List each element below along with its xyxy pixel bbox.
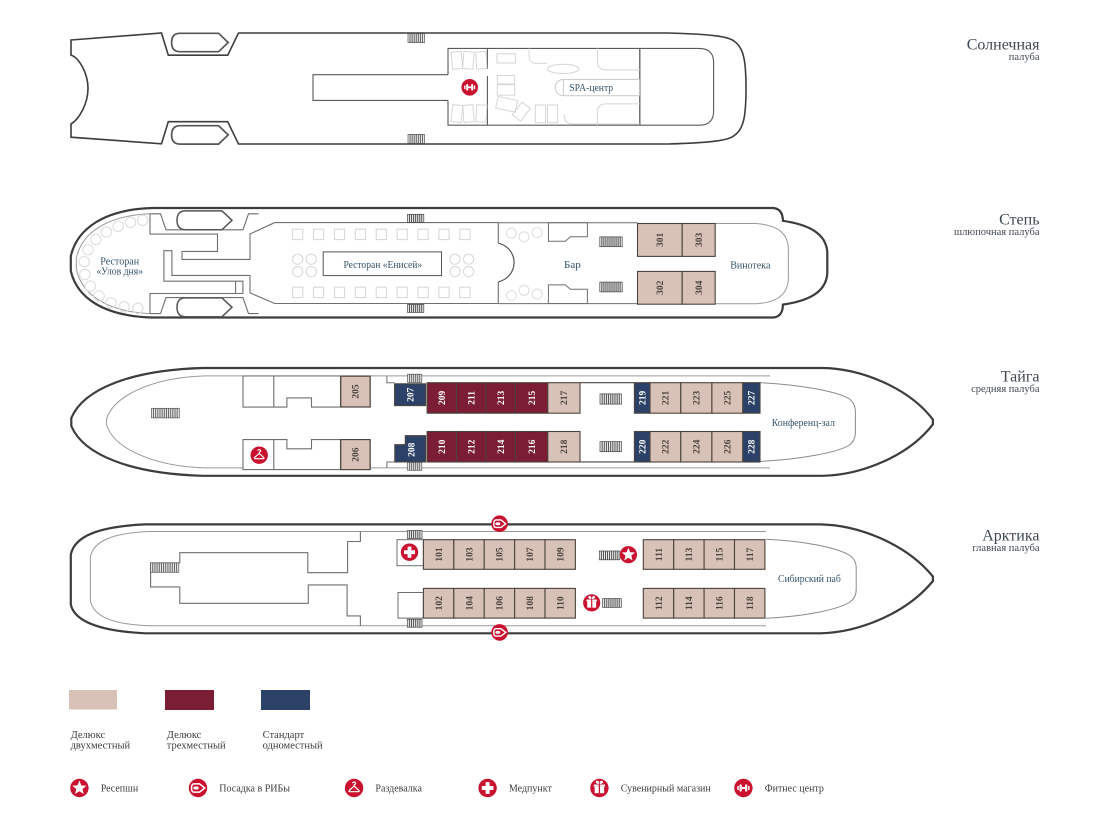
svg-text:105: 105 <box>496 547 506 562</box>
svg-text:228: 228 <box>748 439 758 454</box>
svg-text:205: 205 <box>352 384 362 399</box>
svg-text:214: 214 <box>497 439 507 454</box>
svg-text:Делюкс: Делюкс <box>167 730 202 741</box>
svg-text:303: 303 <box>695 233 705 248</box>
svg-text:114: 114 <box>685 596 695 610</box>
svg-text:217: 217 <box>560 391 570 406</box>
svg-text:213: 213 <box>497 391 507 406</box>
svg-text:206: 206 <box>352 447 362 462</box>
svg-text:Винотека: Винотека <box>730 259 770 271</box>
svg-text:двухместный: двухместный <box>71 741 131 752</box>
svg-text:302: 302 <box>656 280 666 295</box>
svg-text:«Улов дня»: «Улов дня» <box>96 266 143 277</box>
svg-text:223: 223 <box>693 391 703 406</box>
svg-text:225: 225 <box>724 391 734 406</box>
svg-text:шлюпочная палуба: шлюпочная палуба <box>954 227 1040 238</box>
svg-text:104: 104 <box>465 596 475 611</box>
svg-text:107: 107 <box>526 547 536 562</box>
svg-text:113: 113 <box>685 547 695 561</box>
svg-text:Делюкс: Делюкс <box>71 730 106 741</box>
svg-text:301: 301 <box>656 233 666 248</box>
svg-text:Стандарт: Стандарт <box>263 730 305 741</box>
svg-text:219: 219 <box>639 391 649 406</box>
svg-text:220: 220 <box>639 439 649 454</box>
svg-text:Сибирский паб: Сибирский паб <box>778 573 841 585</box>
svg-text:304: 304 <box>695 280 705 295</box>
svg-text:208: 208 <box>408 442 418 457</box>
svg-text:Ресторан: Ресторан <box>100 256 139 267</box>
svg-text:106: 106 <box>496 596 506 611</box>
svg-text:Ресторан «Енисей»: Ресторан «Енисей» <box>343 259 422 271</box>
svg-text:Тайга: Тайга <box>1001 368 1040 385</box>
svg-text:224: 224 <box>693 439 703 454</box>
svg-text:средняя палуба: средняя палуба <box>971 384 1040 395</box>
svg-text:Посадка в РИБы: Посадка в РИБы <box>219 783 290 794</box>
svg-text:101: 101 <box>435 547 445 562</box>
svg-text:218: 218 <box>560 439 570 454</box>
svg-text:216: 216 <box>528 439 538 454</box>
svg-text:Конференц-зал: Конференц-зал <box>772 417 836 429</box>
svg-text:112: 112 <box>655 596 665 610</box>
svg-text:SPA-центр: SPA-центр <box>569 83 613 94</box>
svg-text:116: 116 <box>716 596 726 610</box>
svg-text:палуба: палуба <box>1009 52 1040 63</box>
svg-text:210: 210 <box>438 439 448 454</box>
svg-text:212: 212 <box>468 439 478 454</box>
svg-text:226: 226 <box>724 439 734 454</box>
svg-text:207: 207 <box>406 387 416 402</box>
svg-text:227: 227 <box>748 391 758 406</box>
svg-text:211: 211 <box>468 391 478 405</box>
svg-text:одноместный: одноместный <box>263 741 323 752</box>
svg-text:103: 103 <box>465 547 475 562</box>
svg-text:117: 117 <box>746 547 756 561</box>
svg-text:Арктика: Арктика <box>982 527 1039 544</box>
svg-text:главная палуба: главная палуба <box>972 543 1039 554</box>
svg-text:222: 222 <box>662 439 672 454</box>
svg-text:111: 111 <box>655 548 665 561</box>
svg-text:Раздевалка: Раздевалка <box>375 783 422 794</box>
svg-text:Ресепшн: Ресепшн <box>101 783 139 794</box>
svg-text:221: 221 <box>662 391 672 406</box>
svg-text:110: 110 <box>557 596 567 610</box>
svg-text:118: 118 <box>746 596 756 610</box>
svg-text:215: 215 <box>528 391 538 406</box>
svg-text:109: 109 <box>557 547 567 562</box>
svg-text:209: 209 <box>438 391 448 406</box>
svg-text:Сувенирный магазин: Сувенирный магазин <box>621 783 712 794</box>
svg-text:108: 108 <box>526 596 536 611</box>
svg-text:Степь: Степь <box>999 211 1039 228</box>
svg-text:Бар: Бар <box>564 259 581 271</box>
svg-text:102: 102 <box>435 596 445 611</box>
svg-text:115: 115 <box>716 547 726 561</box>
svg-text:трехместный: трехместный <box>167 741 226 752</box>
svg-text:Солнечная: Солнечная <box>967 36 1040 53</box>
svg-text:Медпункт: Медпункт <box>509 783 553 794</box>
svg-text:Фитнес центр: Фитнес центр <box>765 783 824 794</box>
